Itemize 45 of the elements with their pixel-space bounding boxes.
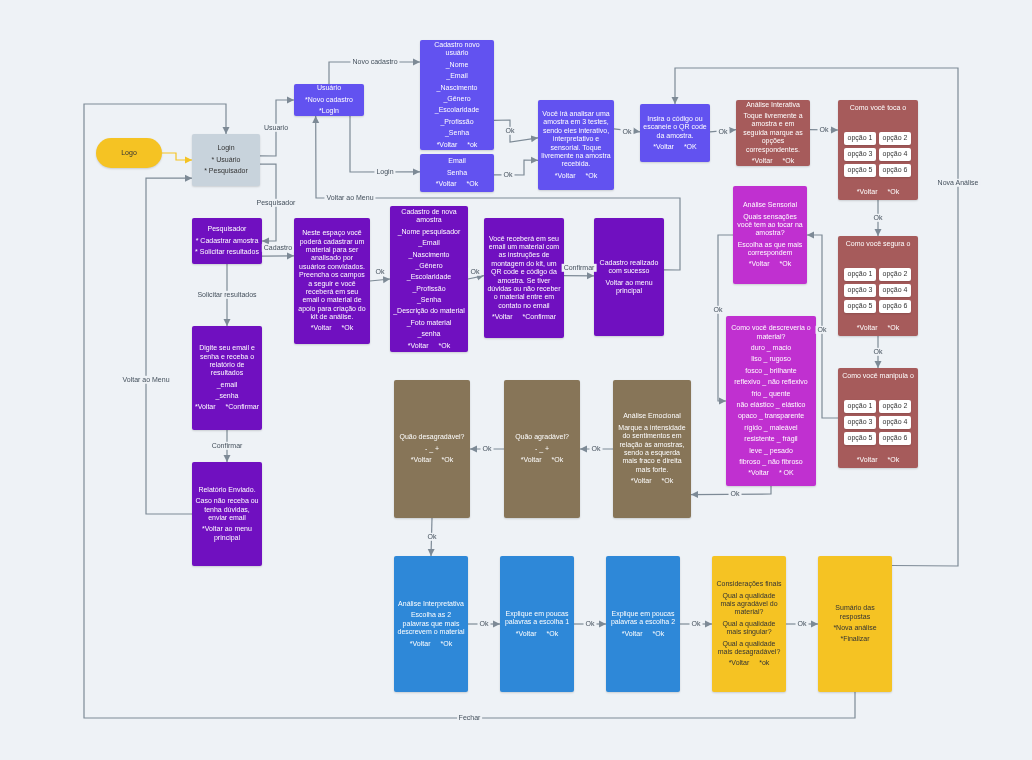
process-box (736, 100, 810, 166)
process-box (726, 316, 816, 486)
start-terminal (96, 138, 162, 168)
arrow (467, 273, 485, 281)
arrow (259, 96, 295, 157)
process-box (613, 380, 691, 518)
process-box (192, 218, 262, 264)
arrow (717, 234, 734, 405)
arrow (671, 67, 959, 567)
arrow (259, 163, 277, 245)
process-box (838, 100, 918, 200)
arrow (223, 263, 231, 327)
process-box (192, 134, 260, 186)
arrow (690, 485, 772, 498)
arrow (563, 272, 595, 280)
arrow (83, 103, 856, 719)
process-box (838, 368, 918, 468)
process-box (294, 218, 370, 344)
process-box (500, 556, 574, 692)
arrow (261, 252, 295, 260)
arrow (312, 115, 681, 271)
process-box (818, 556, 892, 692)
process-box (192, 462, 262, 566)
process-box (394, 556, 468, 692)
process-box (390, 206, 468, 352)
arrow (161, 152, 193, 164)
process-box (594, 218, 664, 336)
arrow (369, 276, 391, 284)
process-box (640, 104, 710, 162)
process-box (192, 326, 262, 430)
process-box (420, 154, 494, 192)
process-box (606, 556, 680, 692)
process-box (484, 218, 564, 338)
arrow (493, 156, 539, 176)
arrow (493, 119, 539, 143)
process-box (294, 84, 364, 116)
process-box (712, 556, 786, 692)
process-box (394, 380, 470, 518)
arrow (145, 174, 193, 515)
process-box (504, 380, 580, 518)
process-box (838, 236, 918, 336)
arrow (806, 231, 839, 419)
process-box (420, 40, 494, 150)
process-box (733, 186, 807, 284)
process-box (538, 100, 614, 190)
